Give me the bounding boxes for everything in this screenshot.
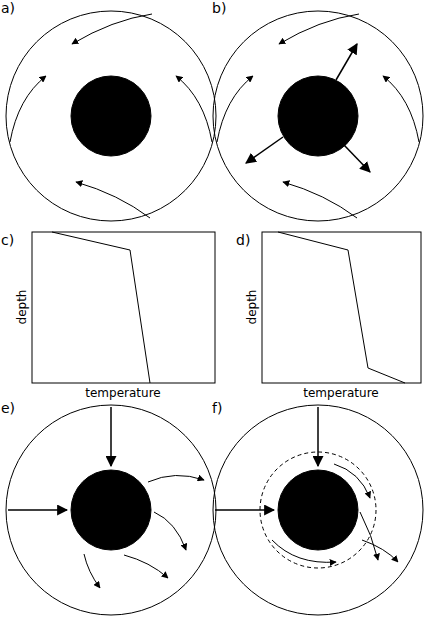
flow-arrow bbox=[124, 555, 168, 578]
boundary-layer bbox=[260, 452, 376, 568]
panel-letter: e) bbox=[1, 400, 15, 416]
panel-letter: c) bbox=[1, 232, 14, 248]
core bbox=[71, 76, 151, 156]
flow-arrow bbox=[272, 540, 336, 562]
plot-frame bbox=[262, 232, 421, 383]
slab-arrow bbox=[279, 14, 359, 44]
slab-arrow bbox=[283, 182, 357, 218]
core bbox=[278, 470, 358, 550]
slab-arrow bbox=[217, 76, 253, 142]
mantle-outline bbox=[6, 11, 216, 221]
core bbox=[278, 76, 358, 156]
axis-label: depth bbox=[15, 290, 29, 325]
flow-arrow bbox=[334, 464, 370, 498]
slab-arrow bbox=[76, 182, 150, 218]
panel-letter: d) bbox=[236, 232, 250, 248]
plume-arrow bbox=[344, 145, 370, 172]
flow-arrow bbox=[362, 540, 398, 562]
slab-arrow bbox=[10, 76, 46, 142]
mantle-outline bbox=[213, 11, 423, 221]
flow-arrow bbox=[148, 475, 204, 482]
panel-letter: e) bbox=[1, 400, 15, 416]
core bbox=[71, 470, 151, 550]
flow-arrow bbox=[360, 512, 378, 560]
downwelling-arrow bbox=[110, 407, 112, 466]
panel-letter: c) bbox=[1, 232, 14, 248]
downwelling-arrow bbox=[317, 407, 319, 466]
axis-label: depth bbox=[245, 290, 259, 325]
flow-arrow bbox=[154, 512, 186, 550]
slab-arrow bbox=[176, 76, 212, 142]
panel-letter: f) bbox=[212, 400, 222, 416]
downwelling-arrow bbox=[215, 509, 274, 511]
panel-letter: b) bbox=[212, 0, 226, 16]
axis-label: depth bbox=[15, 290, 29, 325]
slab-arrow bbox=[383, 76, 419, 142]
slab-arrow bbox=[72, 14, 152, 44]
axis-label: depth bbox=[245, 290, 259, 325]
axis-label: temperature bbox=[85, 386, 160, 400]
temperature-profile bbox=[52, 232, 150, 383]
axis-label: temperature bbox=[85, 386, 160, 400]
panel-letter: f) bbox=[212, 400, 222, 416]
mantle-outline bbox=[6, 405, 216, 615]
panel-letter: b) bbox=[212, 0, 226, 16]
axis-label: temperature bbox=[303, 386, 378, 400]
flow-arrow bbox=[84, 554, 100, 588]
panel-letter: a) bbox=[1, 0, 15, 16]
plume-arrow bbox=[336, 44, 357, 80]
mantle-outline bbox=[213, 405, 423, 615]
downwelling-arrow bbox=[8, 509, 67, 511]
plot-frame bbox=[32, 232, 215, 383]
temperature-profile bbox=[278, 232, 405, 383]
panel-letter: d) bbox=[236, 232, 250, 248]
axis-label: temperature bbox=[303, 386, 378, 400]
panel-letter: a) bbox=[1, 0, 15, 16]
plume-arrow bbox=[246, 137, 283, 163]
